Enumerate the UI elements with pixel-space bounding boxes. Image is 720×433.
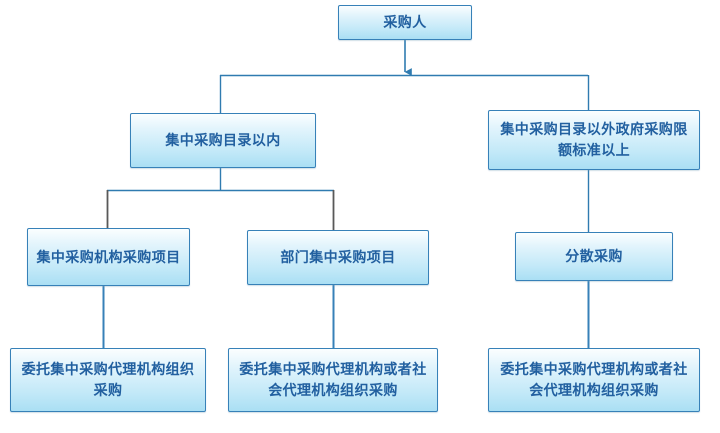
node-entrust-central-agency[interactable]: 委托集中采购代理机构组织采购 <box>10 348 206 412</box>
node-entrust-central-agency-label: 委托集中采购代理机构组织采购 <box>21 361 195 398</box>
node-decentralized-procurement[interactable]: 分散采购 <box>515 232 673 281</box>
edge-root-branch-bus <box>219 74 590 113</box>
edge-within-catalog-stem <box>106 168 335 230</box>
node-central-purchasing-agency-project-label: 集中采购机构采购项目 <box>36 248 181 265</box>
node-department-centralized-project[interactable]: 部门集中采购项目 <box>247 230 429 285</box>
node-central-purchasing-agency-project[interactable]: 集中采购机构采购项目 <box>27 228 190 286</box>
node-entrust-central-or-social-agency-2[interactable]: 委托集中采购代理机构或者社会代理机构组织采购 <box>488 348 700 412</box>
node-purchaser-label: 采购人 <box>383 14 427 30</box>
node-entrust-central-or-social-agency-1-label: 委托集中采购代理机构或者社会代理机构组织采购 <box>239 361 427 398</box>
node-within-centralized-catalog-label: 集中采购目录以内 <box>165 132 281 148</box>
node-within-centralized-catalog[interactable]: 集中采购目录以内 <box>130 113 316 168</box>
node-department-centralized-project-label: 部门集中采购项目 <box>280 249 396 265</box>
node-outside-catalog-above-threshold[interactable]: 集中采购目录以外政府采购限额标准以上 <box>488 110 700 170</box>
node-entrust-central-or-social-agency-1[interactable]: 委托集中采购代理机构或者社会代理机构组织采购 <box>228 348 438 412</box>
node-outside-catalog-above-threshold-label: 集中采购目录以外政府采购限额标准以上 <box>500 121 688 158</box>
node-purchaser[interactable]: 采购人 <box>338 5 472 40</box>
node-decentralized-procurement-label: 分散采购 <box>565 248 623 264</box>
node-entrust-central-or-social-agency-2-label: 委托集中采购代理机构或者社会代理机构组织采购 <box>500 361 688 398</box>
